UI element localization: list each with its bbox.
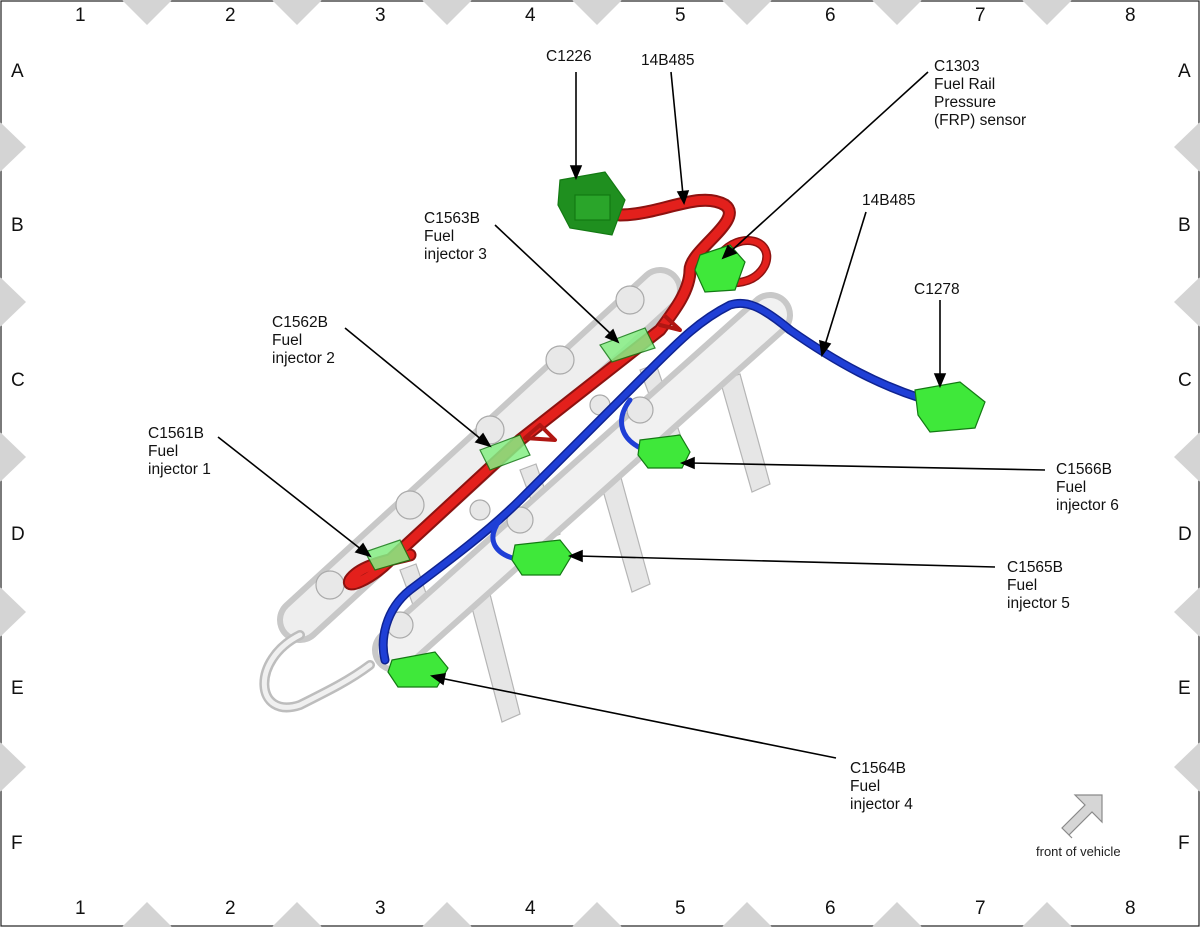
callout-line: C1562B [272, 314, 329, 331]
connector-injector-6 [637, 434, 691, 469]
callout-line: C1563B [424, 210, 481, 227]
connectors [364, 171, 986, 688]
grid-col-label: 3 [375, 898, 386, 919]
callout-line: C1303 [934, 58, 980, 75]
callout-line: 14B485 [862, 192, 916, 209]
callout-line: C1278 [914, 281, 960, 298]
callout-line: injector 3 [424, 246, 487, 263]
grid-row-label: B [11, 215, 24, 236]
callout-line: injector 5 [1007, 595, 1070, 612]
callout-c1561b: C1561B Fuel injector 1 [148, 425, 211, 479]
callout-line: Pressure [934, 94, 997, 111]
grid-row-label: F [11, 833, 23, 854]
callout-c1563b: C1563B Fuel injector 3 [424, 210, 487, 264]
grid-col-label: 6 [825, 5, 836, 26]
callout-line: (FRP) sensor [934, 112, 1027, 129]
grid-row-label: C [1178, 370, 1192, 391]
grid-col-label: 1 [75, 5, 86, 26]
callout-c1278: C1278 [914, 281, 960, 299]
grid-row-label: B [1178, 215, 1191, 236]
callout-c1226: C1226 [546, 48, 592, 66]
callout-c1564b: C1564B Fuel injector 4 [850, 760, 913, 814]
callout-line: Fuel [1007, 577, 1038, 594]
grid-col-label: 4 [525, 5, 536, 26]
grid-row-label: A [11, 61, 24, 82]
callout-line: 14B485 [641, 52, 695, 69]
grid-row-label: E [11, 678, 24, 699]
callout-line: C1561B [148, 425, 205, 442]
leader-lines [217, 71, 1046, 759]
connector-injector-1 [364, 539, 411, 571]
callout-line: Fuel [272, 332, 303, 349]
callout-line: injector 4 [850, 796, 913, 813]
callout-c1565b: C1565B Fuel injector 5 [1007, 559, 1070, 613]
connector-injector-5 [511, 539, 573, 576]
grid-col-label: 7 [975, 898, 986, 919]
callout-line: Fuel [850, 778, 881, 795]
callout-line: Fuel [148, 443, 179, 460]
grid-row-label: F [1178, 833, 1190, 854]
callout-14b485-top: 14B485 [641, 52, 694, 70]
grid-row-label: C [11, 370, 25, 391]
grid-row-label: A [1178, 61, 1191, 82]
grid-col-label: 3 [375, 5, 386, 26]
callout-line: C1565B [1007, 559, 1064, 576]
callout-line: C1226 [546, 48, 592, 65]
callout-14b485-right: 14B485 [862, 192, 915, 210]
grid-row-label: D [1178, 524, 1192, 545]
callout-line: Fuel [1056, 479, 1087, 496]
callout-line: injector 1 [148, 461, 211, 478]
callout-line: C1564B [850, 760, 907, 777]
connector-injector-4 [387, 651, 449, 688]
callout-line: Fuel Rail [934, 76, 996, 93]
grid-col-label: 1 [75, 898, 86, 919]
connector-c1278 [914, 381, 986, 433]
callout-c1566b: C1566B Fuel injector 6 [1056, 461, 1119, 515]
connector-injector-3 [599, 327, 656, 363]
grid-col-label: 5 [675, 898, 686, 919]
arrow-up-right-icon [1061, 794, 1103, 839]
grid-col-label: 8 [1125, 898, 1136, 919]
callout-c1303: C1303 Fuel Rail Pressure (FRP) sensor [934, 58, 1026, 130]
grid-row-label: E [1178, 678, 1191, 699]
connector-injector-2 [479, 434, 531, 471]
callout-line: injector 2 [272, 350, 335, 367]
grid-col-label: 5 [675, 5, 686, 26]
grid-col-label: 4 [525, 898, 536, 919]
callout-line: Fuel [424, 228, 455, 245]
callout-line: injector 6 [1056, 497, 1119, 514]
callout-line: C1566B [1056, 461, 1113, 478]
grid-col-label: 8 [1125, 5, 1136, 26]
grid-row-label: D [11, 524, 25, 545]
grid-col-label: 6 [825, 898, 836, 919]
grid-col-label: 7 [975, 5, 986, 26]
front-of-vehicle-label: front of vehicle [1036, 844, 1121, 859]
grid-col-label: 2 [225, 898, 236, 919]
connector-c1303 [694, 244, 746, 293]
grid-col-label: 2 [225, 5, 236, 26]
callout-c1562b: C1562B Fuel injector 2 [272, 314, 335, 368]
